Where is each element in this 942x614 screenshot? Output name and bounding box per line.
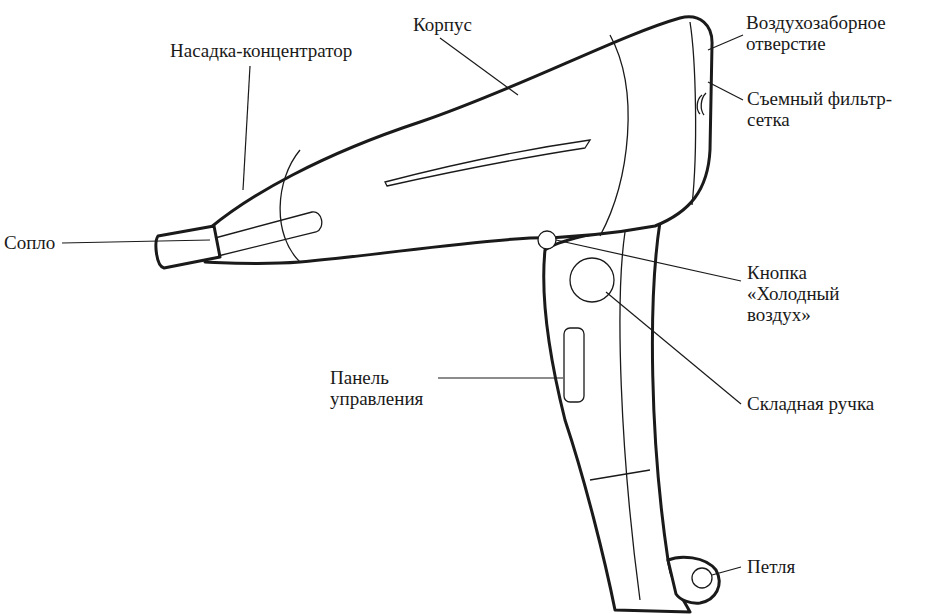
part-label: Насадка-концентратор [170, 40, 410, 61]
nozzle-outline [156, 226, 220, 268]
part-label: Сопло [4, 232, 74, 253]
leader-line [606, 292, 741, 404]
part-label: Панель управления [330, 367, 435, 409]
part-label: Петля [747, 556, 847, 577]
filter-logo [697, 93, 706, 115]
leader-line [708, 82, 743, 100]
leader-line [708, 35, 743, 50]
leader-line [440, 38, 518, 95]
control-panel [564, 328, 584, 402]
leader-line [243, 66, 250, 190]
part-label: Съемный фильтр-сетка [747, 88, 897, 130]
loop-hole [692, 568, 712, 588]
leader-line [438, 377, 563, 378]
filter-band [690, 22, 696, 205]
fold-hinge [570, 258, 614, 302]
handle-inner [620, 232, 640, 600]
leader-line [556, 240, 741, 281]
side-stripe [385, 140, 590, 186]
loop-outline [668, 557, 719, 603]
cool-button [538, 231, 556, 249]
concentrator-slot [215, 212, 322, 256]
part-label: Кнопка «Холодный воздух» [747, 262, 857, 325]
handle-band [590, 470, 650, 480]
body-seam [600, 35, 628, 236]
part-label: Воздухозаборное отверстие [746, 12, 938, 54]
part-label: Корпус [413, 14, 533, 35]
handle-outline [544, 222, 690, 612]
leader-line [62, 240, 210, 243]
concentrator-seam [280, 150, 300, 262]
leader-line [712, 567, 741, 575]
part-label: Складная ручка [747, 393, 937, 414]
